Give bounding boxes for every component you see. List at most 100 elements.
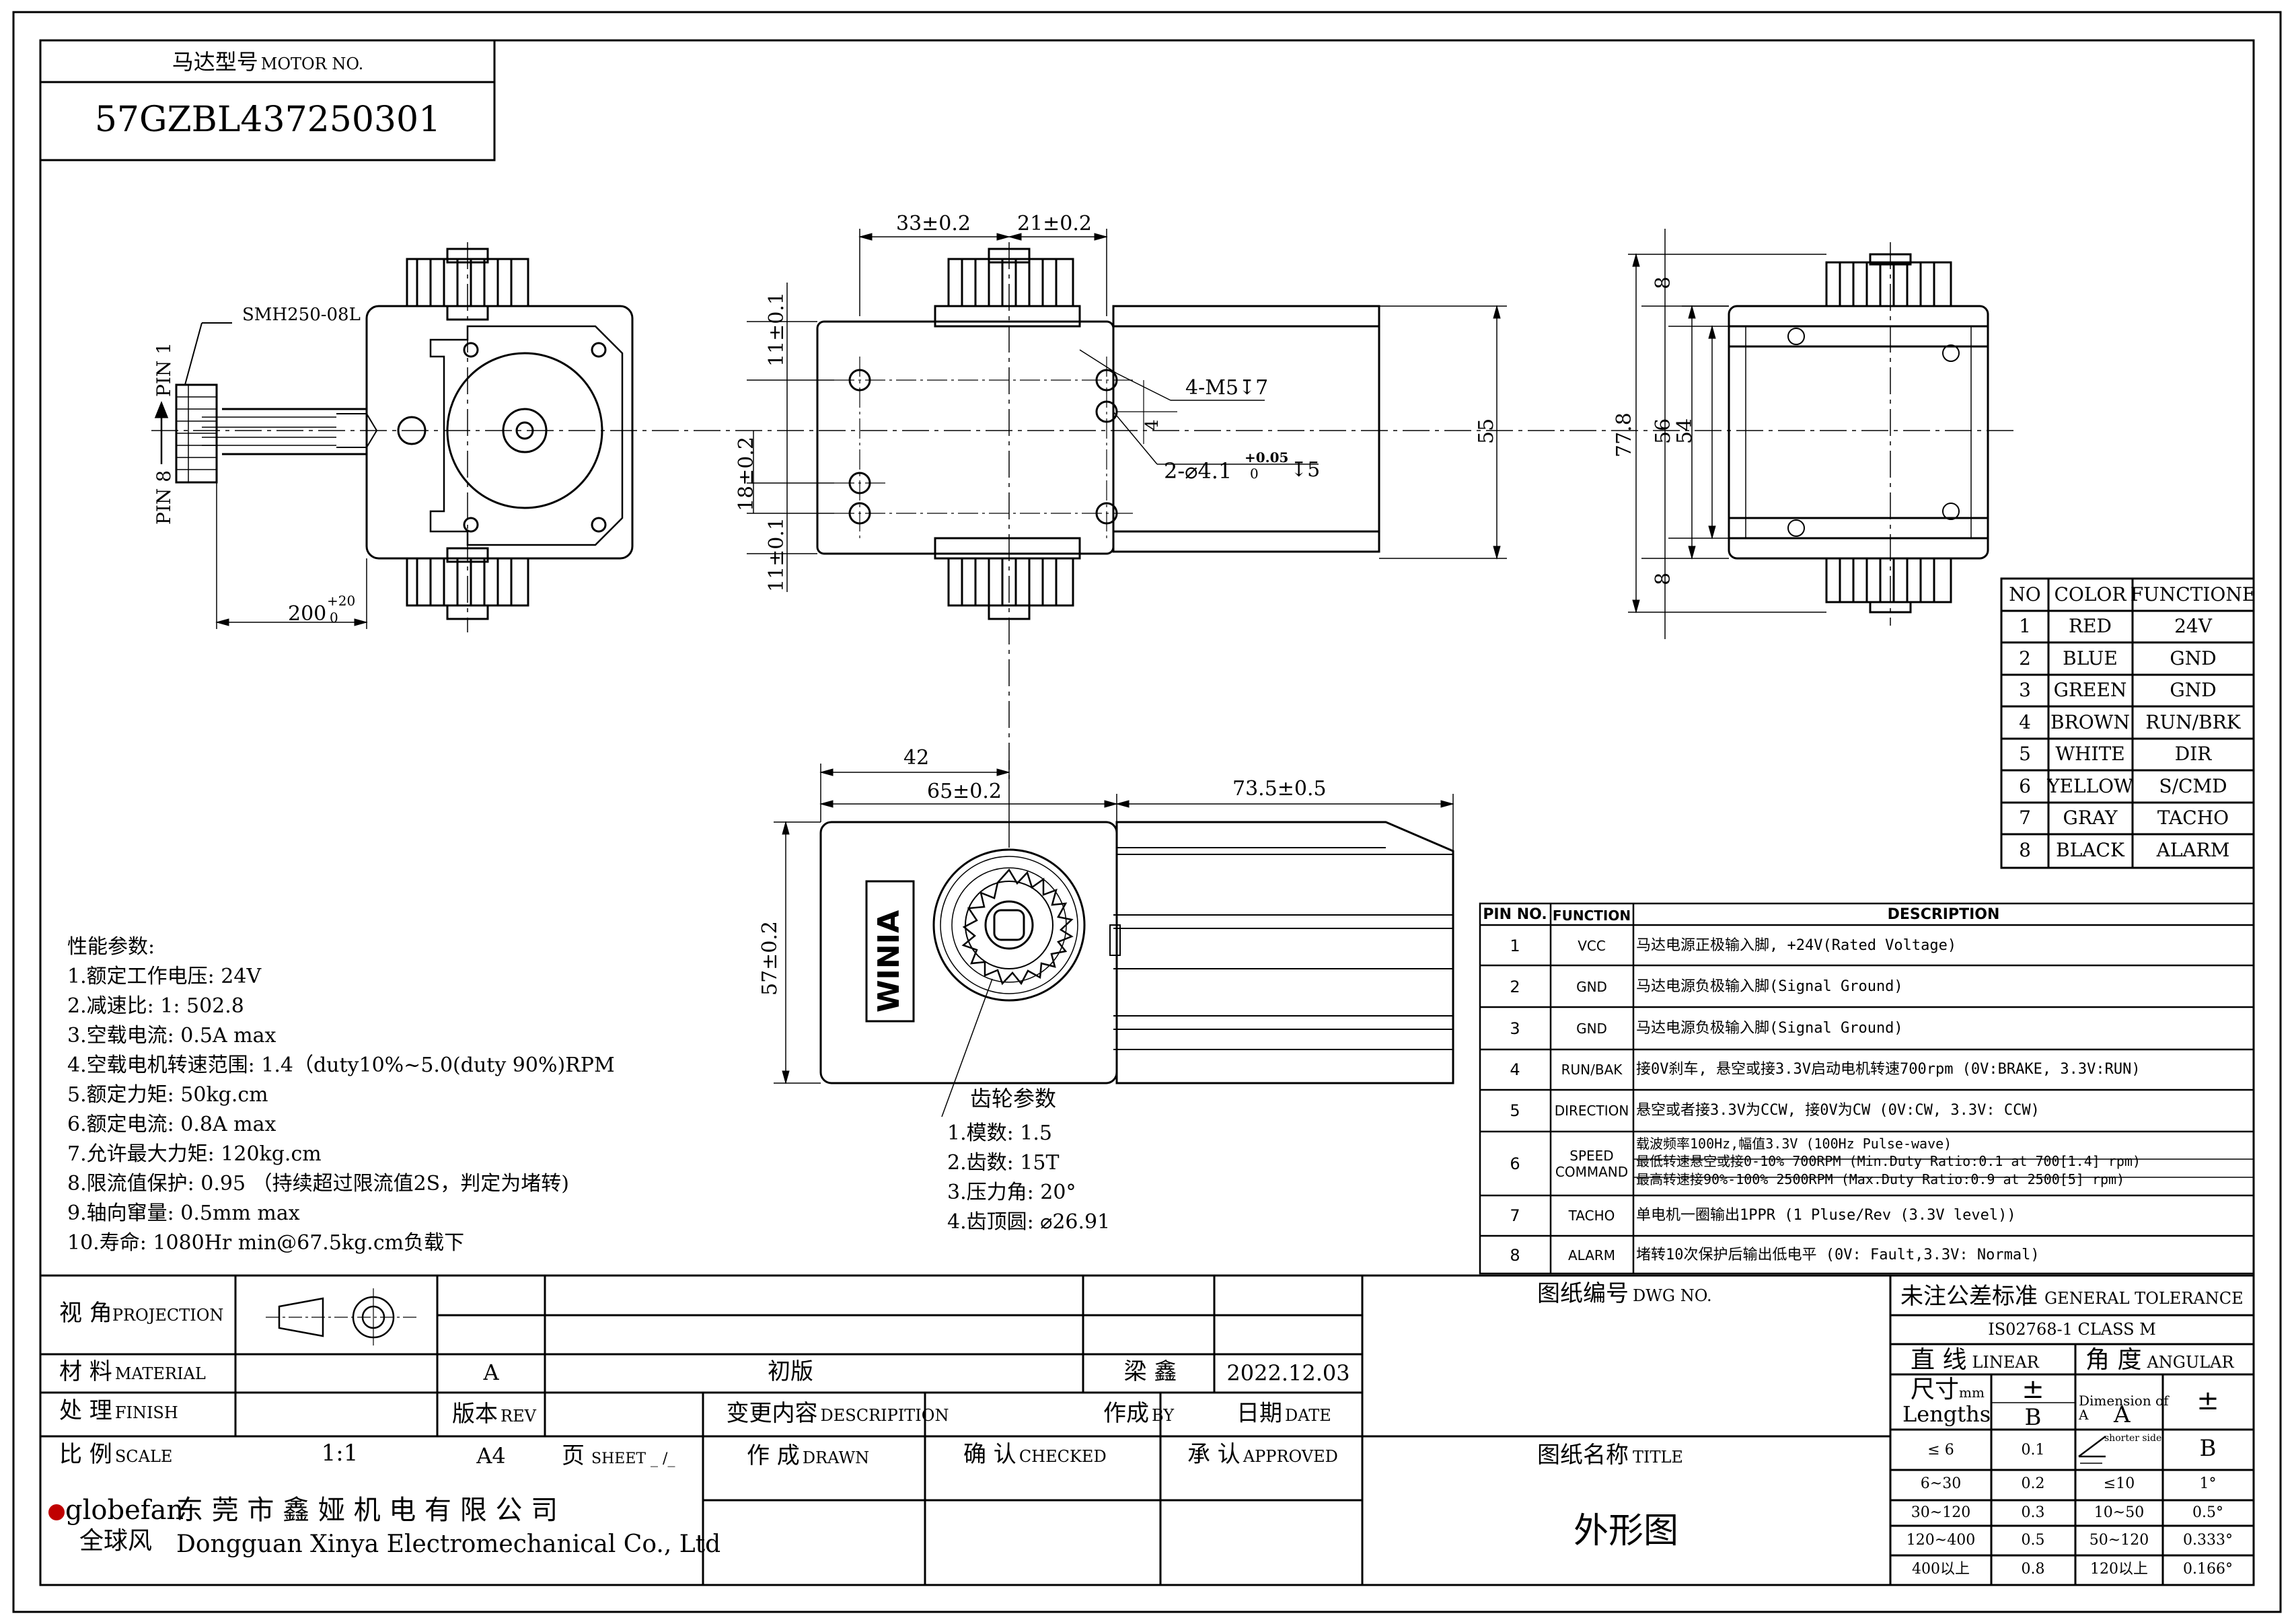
pin-no: 5	[1510, 1101, 1520, 1120]
color-cell: 1	[2019, 615, 2031, 637]
color-cell: DIR	[2174, 743, 2212, 765]
size-label-zh: 尺寸	[1911, 1376, 1960, 1403]
color-cell: BROWN	[2050, 711, 2130, 733]
performance-item: 9.轴向窜量: 0.5mm max	[67, 1202, 300, 1225]
dwg-no-label-zh: 图纸编号	[1537, 1280, 1629, 1307]
dim-21: 21±0.2	[1017, 212, 1093, 235]
performance-item: 4.空载电机转速范围: 1.4（duty10%~5.0(duty 90%)RPM	[67, 1054, 615, 1077]
cable-length-dim: 200	[288, 604, 326, 624]
finish-label-en: FINISH	[114, 1403, 178, 1422]
color-cell: 8	[2019, 839, 2031, 861]
dim-8-top: 8	[1652, 276, 1675, 289]
date-label-en: DATE	[1285, 1406, 1331, 1425]
color-table-header: NO	[2009, 583, 2041, 605]
pin-table-header: FUNCTION	[1552, 908, 1631, 924]
cable-tol-lower: 0	[330, 610, 338, 626]
pin-description: 最低转速悬空或接0-10% 700RPM (Min.Duty Ratio:0.1…	[1636, 1153, 2141, 1169]
gear-title: 齿轮参数	[970, 1086, 1057, 1111]
left-cable	[202, 408, 427, 455]
color-cell: RUN/BRK	[2145, 711, 2241, 733]
size-label: 尺寸mm	[1911, 1378, 1985, 1402]
color-cell: 4	[2019, 711, 2031, 733]
scale-label-en: SCALE	[114, 1447, 173, 1466]
color-cell: GND	[2170, 647, 2217, 669]
hole-pin-text: 2-⌀4.1	[1164, 458, 1232, 484]
tol-cell: 0.1	[2021, 1442, 2045, 1459]
by-label-zh: 作成	[1103, 1400, 1149, 1427]
pin-no: 2	[1510, 977, 1520, 996]
front-gearbox-top	[934, 305, 1081, 328]
dim-73-5: 73.5±0.5	[1232, 777, 1327, 801]
title-block-grid	[40, 1274, 2254, 1585]
outer-border	[12, 11, 2282, 1613]
dim-11-top: 11±0.1	[765, 291, 788, 367]
drawing-title-value: 外形图	[1573, 1511, 1679, 1551]
front-top-gear	[947, 248, 1074, 307]
front-gearbox-bottom	[934, 537, 1081, 560]
color-cell: 5	[2019, 743, 2031, 765]
pin-description: 单电机一圈输出1PPR (1 Pluse/Rev (3.3V level))	[1636, 1207, 2016, 1224]
dim-57: 57±0.2	[758, 920, 782, 996]
projection-label-en: PROJECTION	[112, 1306, 224, 1325]
finish-label-zh: 处 理	[59, 1397, 112, 1424]
pin-function: SPEED COMMAND	[1555, 1148, 1629, 1180]
tolerance-title-zh: 未注公差标准	[1900, 1283, 2038, 1310]
dim-33: 33±0.2	[896, 212, 971, 235]
pin-table-header: DESCRIPTION	[1887, 906, 2000, 923]
hole-pin-tol-lower: 0	[1250, 466, 1259, 482]
description-value: 初版	[768, 1358, 813, 1385]
by-label-en: BY	[1152, 1406, 1175, 1425]
by-value: 梁 鑫	[1123, 1358, 1177, 1385]
material-label-en: MATERIAL	[114, 1364, 206, 1383]
tol-cell: 0.5°	[2192, 1504, 2223, 1521]
cable-tol-upper: +20	[327, 593, 356, 609]
pin-description: 马达电源负极输入脚(Signal Ground)	[1636, 1020, 1903, 1037]
sheet-label-en: SHEET _ /_	[591, 1450, 675, 1467]
front-motor-body	[1112, 305, 1380, 553]
left-housing	[365, 305, 634, 560]
dim-4: 4	[1142, 419, 1162, 431]
motor-model-number: 57GZBL437250301	[94, 100, 441, 140]
color-cell: 3	[2019, 679, 2031, 701]
performance-item: 2.减速比: 1: 502.8	[67, 994, 244, 1018]
approved-label-zh: 承 认	[1187, 1441, 1241, 1468]
color-cell: GND	[2170, 679, 2217, 701]
tol-cell: 400以上	[1912, 1561, 1970, 1578]
pin-function: VCC	[1578, 938, 1606, 954]
right-view	[1628, 229, 1989, 639]
color-cell: RED	[2069, 615, 2112, 637]
bottom-gear-teeth	[961, 868, 1074, 986]
cable-length-value: 200	[288, 602, 327, 626]
tol-cell: 1°	[2199, 1475, 2217, 1492]
tolerance-standard: IS02768-1 CLASS M	[1988, 1320, 2156, 1339]
tol-cell: 0.166°	[2183, 1561, 2233, 1578]
tol-cell: 10~50	[2094, 1504, 2145, 1521]
size-value: A4	[476, 1443, 506, 1469]
dim-11-bottom: 11±0.1	[765, 517, 788, 592]
pin-description: 马达电源正极输入脚, +24V(Rated Voltage)	[1636, 937, 1957, 954]
dim-56: 56	[1652, 418, 1675, 444]
bottom-motor-body	[1115, 821, 1454, 1084]
class-b-angular: B	[2199, 1435, 2217, 1462]
hole-m5-depth: 7	[1255, 376, 1269, 400]
dim-18: 18±0.2	[735, 436, 758, 511]
tol-cell: 0.8	[2021, 1561, 2045, 1578]
gear-item: 2.齿数: 15T	[947, 1151, 1060, 1175]
tol-cell: 0.2	[2021, 1475, 2045, 1492]
pin-description: 载波频率100Hz,幅值3.3V (100Hz Pulse-wave)	[1636, 1136, 1952, 1152]
left-screw-tl	[463, 342, 479, 358]
hole-pin-depth-value: 5	[1307, 458, 1321, 482]
color-cell: S/CMD	[2159, 775, 2227, 797]
angular-label-en: ANGULAR	[2147, 1353, 2234, 1372]
pin-function: RUN/BAK	[1561, 1062, 1623, 1078]
